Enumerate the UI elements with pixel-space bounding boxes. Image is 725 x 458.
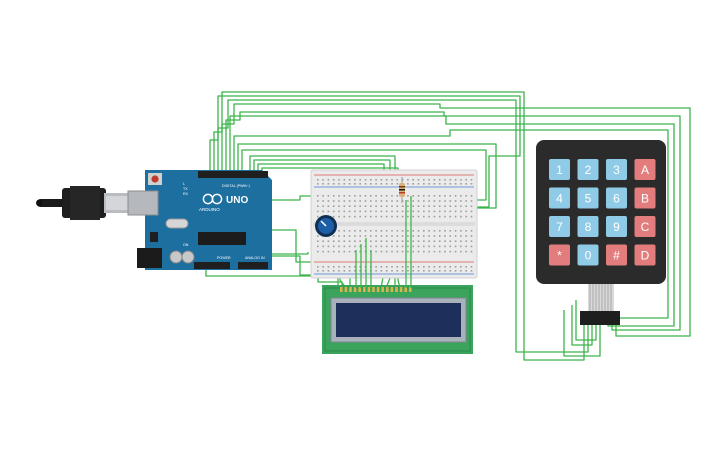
keypad-key[interactable]: 6 [606,187,627,209]
keypad-key[interactable]: 5 [577,187,599,209]
keypad-key[interactable]: 0 [577,244,599,266]
analog-header[interactable] [238,262,268,269]
usb-jack [127,190,159,216]
keypad-key-label: 2 [585,163,592,177]
keypad-key[interactable]: D [634,244,656,266]
keypad-key-label: C [641,220,650,234]
wire[interactable] [241,149,487,201]
wire[interactable] [217,99,589,353]
atmega-chip [198,232,246,245]
wire-group [199,91,691,361]
wire[interactable] [571,305,593,346]
wire[interactable] [270,195,312,201]
keypad-key[interactable]: A [634,159,656,180]
power-header[interactable] [194,262,230,269]
on-led-label: ON [183,243,189,247]
arduino-uno-board[interactable]: UNO ARDUINO DIGITAL (PWM~) POWER ANALOG … [127,170,272,270]
keypad-key-label: # [613,249,620,263]
lcd-16x2[interactable] [322,285,473,354]
keypad-key-label: 8 [585,220,592,234]
keypad-key[interactable]: 1 [549,159,570,180]
potentiometer[interactable] [315,215,337,237]
keypad-key-label: 1 [556,163,563,177]
keypad-keys[interactable]: 1 2 3 A 4 5 6 B 7 8 9 C * 0 # D [549,159,656,266]
keypad-key-label: 4 [556,192,563,206]
keypad-key-label: 7 [556,220,563,234]
wire[interactable] [237,143,497,209]
wire[interactable] [209,95,521,208]
icsp-header [150,232,158,242]
wire[interactable] [221,103,691,337]
wire[interactable] [253,159,391,289]
breadboard-holes [317,179,473,272]
keypad-key-label: 9 [613,220,620,234]
keypad-key[interactable]: 4 [549,187,570,209]
keypad-key[interactable]: 3 [606,159,627,180]
keypad-4x4[interactable]: 1 2 3 A 4 5 6 B 7 8 9 C * 0 # D [536,140,666,325]
arduino-brand-label: ARDUINO [199,207,220,212]
keypad-key[interactable]: 8 [577,216,599,237]
capacitor [181,250,195,264]
keypad-key[interactable]: # [606,244,627,266]
lcd-pin-header[interactable] [340,287,412,292]
keypad-key-label: 0 [585,249,592,263]
resistor[interactable] [399,177,405,203]
breadboard[interactable] [310,169,478,279]
wire[interactable] [249,155,396,288]
arduino-model-label: UNO [226,195,248,206]
l-led-label: L [183,182,185,186]
wire[interactable] [229,115,675,327]
wire[interactable] [270,229,314,263]
wire[interactable] [225,111,681,331]
wire[interactable] [233,129,669,319]
wire[interactable] [213,91,585,361]
rx-label: RX [183,192,189,196]
keypad-ribbon-cable [588,284,614,312]
wire[interactable] [261,167,401,289]
keypad-key-label: 5 [585,192,592,206]
keypad-key-label: A [641,163,649,177]
arduino-logo-icon [202,193,223,205]
keypad-key-label: 3 [613,163,620,177]
power-pins-label: POWER [217,256,231,260]
keypad-key[interactable]: 9 [606,216,627,237]
wire[interactable] [563,310,601,357]
digital-pins-label: DIGITAL (PWM~) [222,184,250,188]
potentiometer-indicator [320,220,327,227]
keypad-key[interactable]: B [634,187,656,209]
keypad-key[interactable]: * [549,244,570,266]
keypad-key-label: B [641,192,649,206]
analog-pins-label: ANALOG IN [245,256,265,260]
tx-label: TX [183,187,188,191]
reset-button-cap [151,175,159,183]
keypad-key[interactable]: 7 [549,216,570,237]
digital-header[interactable] [198,171,268,178]
lcd-screen [336,303,461,337]
wire-group-top [355,196,601,357]
breadboard-center-channel [313,222,475,226]
keypad-key[interactable]: C [634,216,656,237]
keypad-key[interactable]: 2 [577,159,599,180]
wire[interactable] [575,300,597,341]
keypad-connector[interactable] [580,311,620,325]
keypad-key-label: * [557,249,562,263]
power-jack [137,248,162,268]
crystal [165,218,189,229]
usb-cable [36,186,131,220]
keypad-key-label: D [641,249,650,263]
capacitor [169,250,183,264]
keypad-key-label: 6 [613,192,620,206]
arduino-pcb [145,170,272,270]
